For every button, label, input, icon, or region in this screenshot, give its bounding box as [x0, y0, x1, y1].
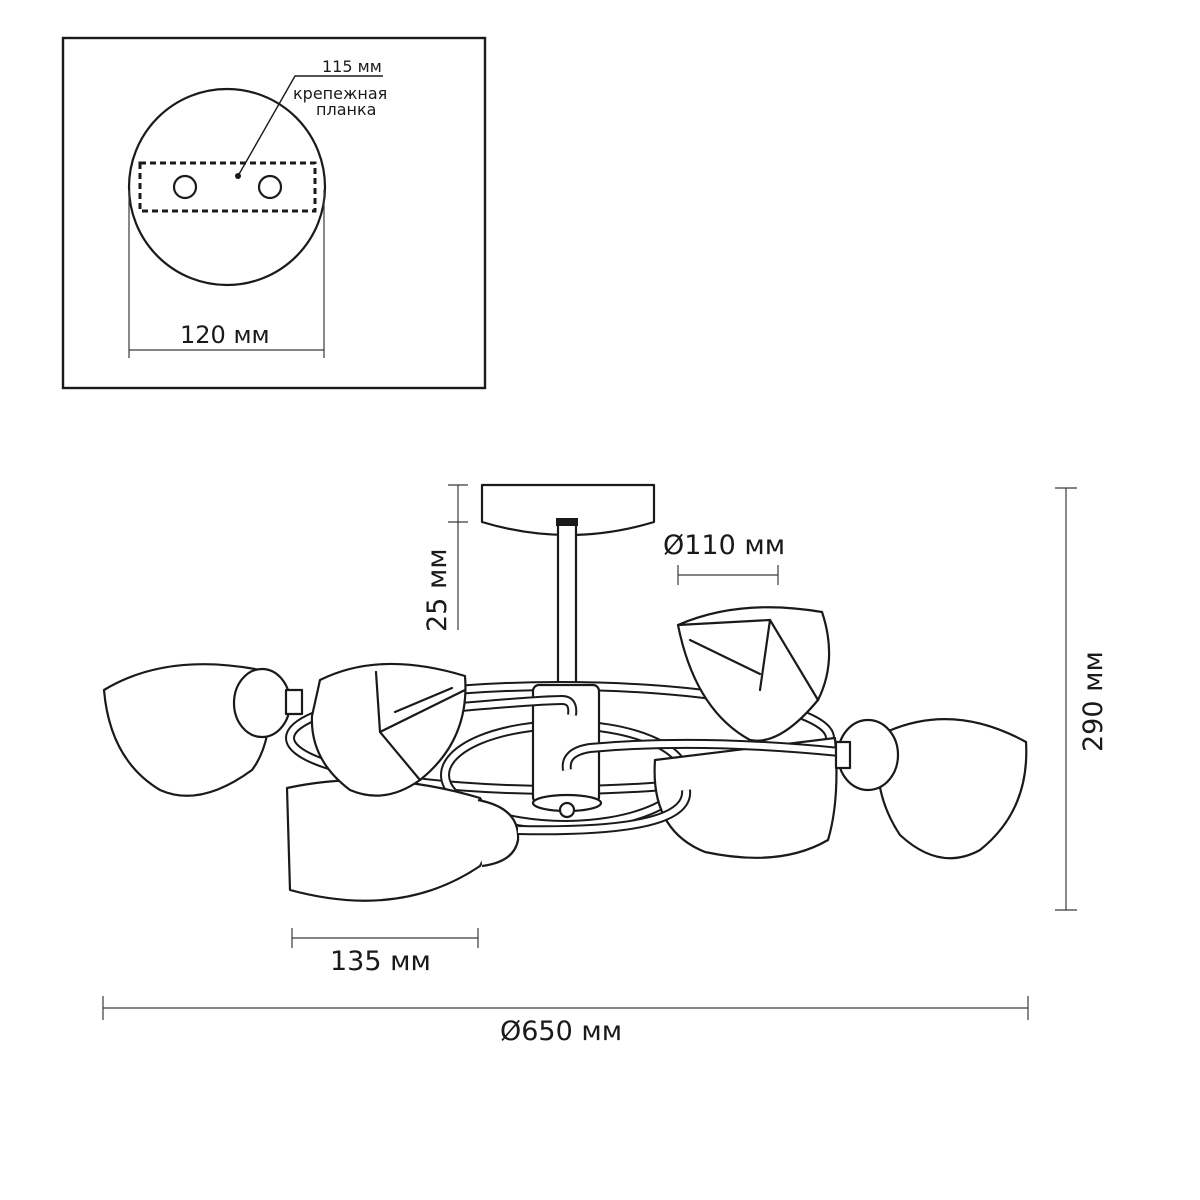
strip-leader-line [237, 75, 383, 177]
total-height-label: 290 мм [1078, 651, 1109, 752]
shade-top-right-facet [676, 618, 820, 702]
stem-cap [556, 518, 578, 526]
mounting-plate-inset: 115 мм крепежная планка 120 мм [61, 36, 487, 390]
stem [556, 520, 578, 694]
total-diameter-label: Ø650 мм [500, 1016, 622, 1047]
shade-bottom-left-collar [477, 798, 520, 868]
shade-bottom-left [285, 778, 491, 902]
mounting-hole-right [257, 174, 283, 200]
strip-length-label: 115 мм [322, 57, 382, 76]
mounting-plate-circle [127, 87, 327, 287]
shade-far-left-socket [284, 688, 304, 716]
strip-name-line1: крепежная [293, 84, 387, 103]
plate-diameter-label: 120 мм [180, 321, 270, 349]
shade-front-left-facet [374, 670, 467, 782]
inset-frame [61, 36, 487, 390]
arm-front-bottom-inner [517, 789, 690, 834]
shade-far-right [876, 717, 1028, 860]
dimension-annotations: 25 мм Ø110 мм 290 мм 135 мм Ø650 мм [102, 484, 1109, 1047]
strip-name-line2: планка [316, 100, 376, 119]
shade-far-right-socket [834, 740, 852, 770]
canopy-height-label: 25 мм [422, 548, 453, 632]
shade-far-left-collar [232, 667, 292, 739]
shade-far-left [102, 663, 272, 797]
shade-front-left [310, 662, 467, 797]
center-hub-finial [558, 801, 576, 819]
mounting-strip-outline [138, 161, 317, 213]
mounting-hole-left [172, 174, 198, 200]
arm-hook-left-inner [449, 696, 576, 716]
arm-hook-right-inner [563, 740, 841, 771]
chandelier-drawing [102, 483, 1028, 902]
canopy-diameter-label: Ø110 мм [663, 530, 785, 561]
shade-width-label: 135 мм [330, 946, 431, 977]
